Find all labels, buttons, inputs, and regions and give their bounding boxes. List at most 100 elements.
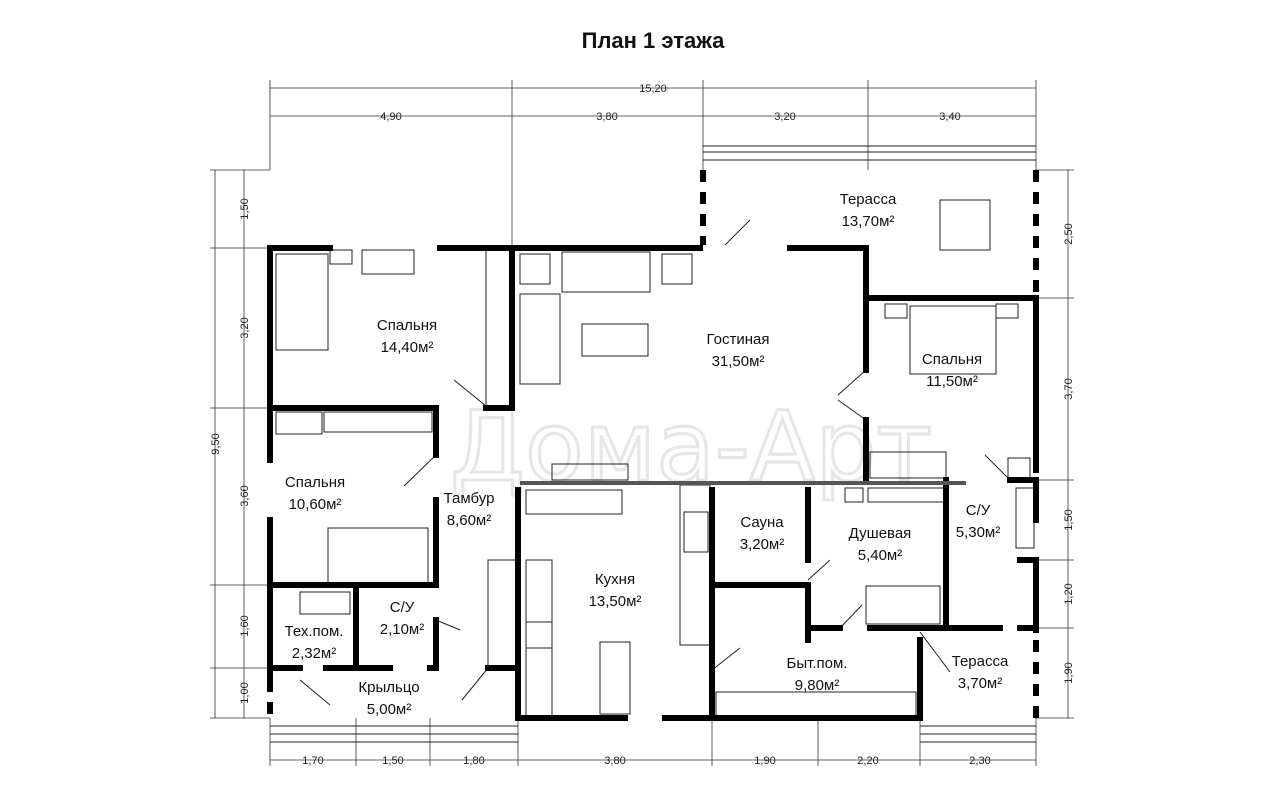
walls [267, 170, 1039, 721]
svg-text:2,32м²: 2,32м² [292, 645, 337, 662]
dim-top-total: 15,20 [639, 83, 667, 95]
wardrobe-icon [869, 451, 947, 479]
wall-segment [267, 245, 273, 463]
wardrobe-icon [323, 411, 433, 433]
door-swing-icon [919, 631, 951, 673]
wall-segment [805, 625, 843, 631]
round-table-icon [939, 199, 991, 251]
dim-left: 1,50 [239, 198, 251, 219]
shower-icon [1007, 457, 1031, 481]
wall-segment [863, 295, 869, 373]
dim-left: 1,60 [239, 615, 251, 636]
svg-text:5,00м²: 5,00м² [367, 701, 412, 718]
wall-segment [433, 497, 439, 588]
dim-bottom: 1,50 [382, 755, 403, 767]
double-bed-icon [909, 305, 997, 375]
bed-icon [275, 253, 329, 351]
dining-table-icon [599, 641, 631, 715]
svg-text:3,70м²: 3,70м² [958, 675, 1003, 692]
kitchen-island-icon [679, 484, 711, 646]
desk-icon [275, 411, 323, 435]
dim-bottom: 3,80 [604, 755, 625, 767]
wardrobe-icon [487, 559, 519, 669]
door-swing-icon [453, 379, 487, 407]
nightstand-icon [329, 249, 353, 265]
wall-segment [709, 487, 715, 721]
door-swing-icon [461, 667, 489, 701]
nightstand-icon [884, 303, 908, 319]
dim-bottom: 2,30 [969, 755, 990, 767]
svg-text:2,10м²: 2,10м² [380, 621, 425, 638]
dim-top: 3,40 [939, 111, 960, 123]
dim-top: 4,90 [380, 111, 401, 123]
svg-text:8,60м²: 8,60м² [447, 512, 492, 529]
counter-edge [520, 481, 966, 485]
dim-bottom: 1,70 [302, 755, 323, 767]
wall-segment [863, 295, 1039, 301]
svg-text:13,50м²: 13,50м² [589, 593, 642, 610]
wall-segment [433, 405, 439, 458]
dim-top: 3,20 [774, 111, 795, 123]
dim-top: 3,80 [596, 111, 617, 123]
dim-left-total: 9,50 [210, 433, 222, 454]
dim-bottom: 1,90 [754, 755, 775, 767]
dim-left: 3,20 [239, 317, 251, 338]
svg-text:Крыльцо: Крыльцо [358, 679, 419, 696]
svg-text:Терасса: Терасса [840, 191, 897, 208]
door-swing-icon [984, 454, 1011, 481]
door-swing-icon [711, 647, 741, 671]
shelf-icon [1015, 487, 1035, 549]
armchair-icon [519, 253, 551, 285]
wall-segment [917, 637, 923, 721]
sofa-icon [519, 293, 561, 385]
plan-title: План 1 этажа [582, 28, 726, 53]
wall-segment [1033, 295, 1039, 473]
wall-segment [1017, 625, 1039, 631]
wall-segment [1033, 557, 1039, 633]
svg-text:11,50м²: 11,50м² [926, 373, 978, 390]
storage-icon [299, 591, 351, 615]
wall-segment [323, 665, 393, 671]
dim-right: 3,70 [1063, 378, 1075, 399]
dim-left: 3,60 [239, 485, 251, 506]
svg-text:Терасса: Терасса [952, 653, 1009, 670]
wall-segment [805, 487, 811, 563]
room-label-household-room: Быт.пом.9,80м² [787, 655, 848, 694]
wall-segment [943, 477, 949, 631]
dim-right: 1,50 [1063, 509, 1075, 530]
wall-segment [863, 245, 869, 301]
dim-left: 1,00 [239, 682, 251, 703]
svg-text:3,20м²: 3,20м² [740, 536, 785, 553]
wall-segment [787, 245, 869, 251]
bathtub-icon [865, 585, 941, 625]
svg-text:С/У: С/У [966, 502, 991, 519]
nightstand-icon [995, 303, 1019, 319]
svg-text:5,30м²: 5,30м² [956, 524, 1001, 541]
wall-segment [433, 617, 439, 671]
wall-segment [1007, 477, 1039, 483]
wall-segment [509, 245, 515, 411]
wall-segment [1033, 477, 1039, 523]
kitchen-cabinets-icon [525, 489, 623, 515]
watermark-logo: Дома-Арт [450, 391, 932, 503]
svg-text:5,40м²: 5,40м² [858, 547, 903, 564]
svg-text:Тех.пом.: Тех.пом. [285, 623, 344, 640]
door-swing-icon [724, 219, 751, 246]
tv-stand-icon [551, 463, 629, 481]
armchair-icon [661, 253, 693, 285]
wall-segment [267, 245, 333, 251]
dim-bottom: 1,80 [463, 755, 484, 767]
dimension-lines [210, 80, 1074, 766]
door-swing-icon [839, 604, 863, 629]
wall-segment [805, 582, 811, 643]
